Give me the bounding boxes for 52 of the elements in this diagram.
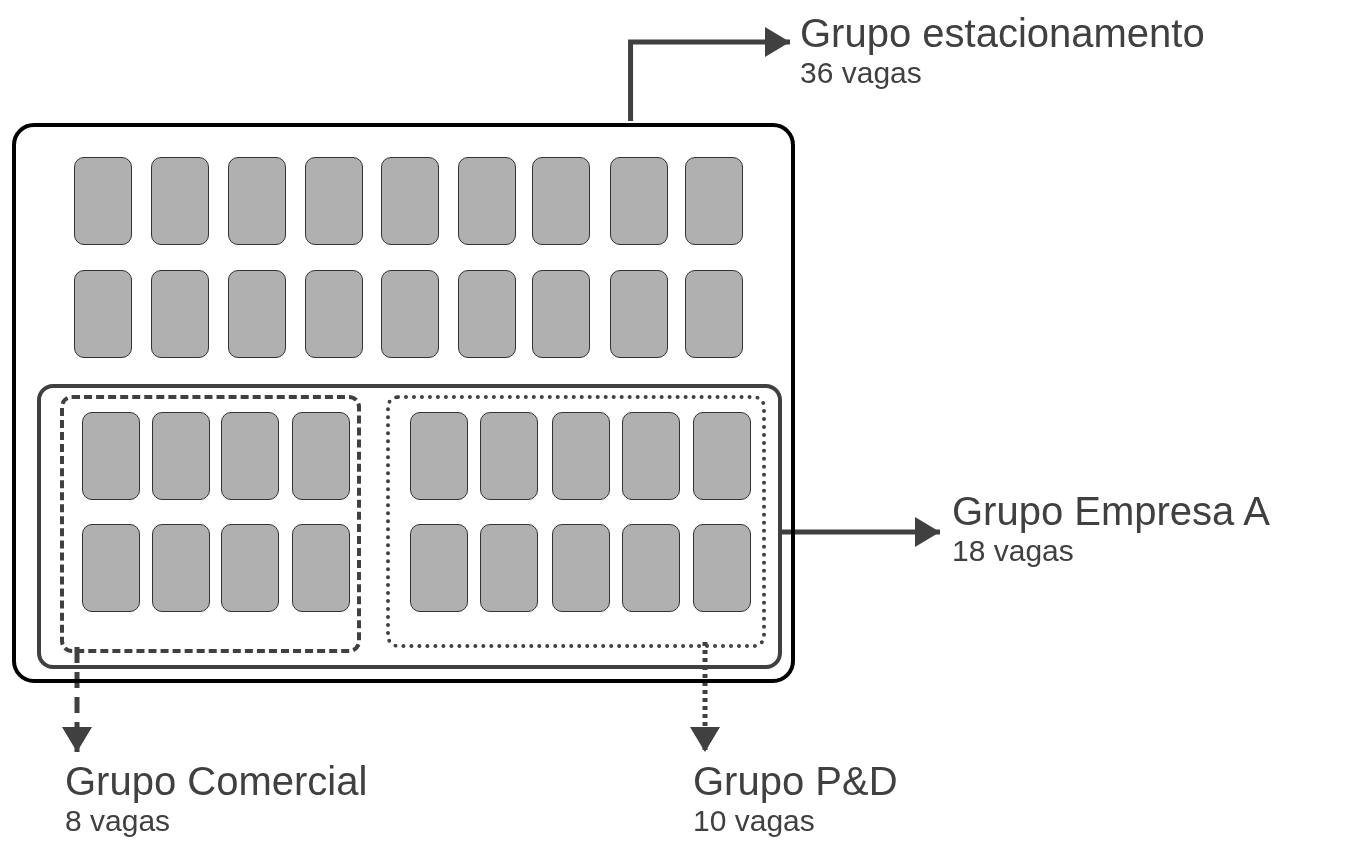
parking-lot-outline bbox=[12, 123, 795, 683]
parking-space bbox=[685, 157, 743, 245]
parking-space bbox=[82, 412, 140, 500]
parking-space bbox=[480, 412, 538, 500]
parking-space bbox=[221, 412, 279, 500]
group-name: Grupo Empresa A bbox=[952, 488, 1270, 534]
dotted-group-outline bbox=[386, 395, 766, 648]
parking-space bbox=[622, 524, 680, 612]
parking-space bbox=[610, 157, 668, 245]
space-count: 18 vagas bbox=[952, 534, 1074, 568]
parking-space bbox=[685, 270, 743, 358]
parking-space bbox=[532, 157, 590, 245]
parking-space bbox=[292, 524, 350, 612]
parking-space bbox=[610, 270, 668, 358]
parking-space bbox=[74, 270, 132, 358]
parking-space bbox=[552, 412, 610, 500]
parking-space bbox=[693, 524, 751, 612]
parking-space bbox=[151, 270, 209, 358]
parking-space bbox=[305, 157, 363, 245]
parking-space bbox=[458, 157, 516, 245]
arrow bbox=[780, 517, 940, 547]
space-count: 10 vagas bbox=[693, 804, 815, 838]
parking-space bbox=[410, 412, 468, 500]
parking-space bbox=[82, 524, 140, 612]
group-outline bbox=[37, 384, 782, 669]
parking-space bbox=[151, 157, 209, 245]
group-name: Grupo Comercial bbox=[65, 758, 368, 804]
parking-space bbox=[480, 524, 538, 612]
space-count: 36 vagas bbox=[800, 56, 922, 90]
arrow bbox=[628, 27, 790, 121]
dashed-group-outline bbox=[60, 395, 361, 653]
parking-space bbox=[74, 157, 132, 245]
arrow bbox=[62, 647, 92, 752]
space-count: 8 vagas bbox=[65, 804, 171, 838]
group-name: Grupo P&D bbox=[693, 758, 898, 804]
parking-space bbox=[152, 524, 210, 612]
parking-space bbox=[305, 270, 363, 358]
parking-space bbox=[221, 524, 279, 612]
arrow bbox=[690, 642, 720, 752]
parking-space bbox=[381, 270, 439, 358]
parking-space bbox=[622, 412, 680, 500]
parking-space bbox=[228, 157, 286, 245]
parking-space bbox=[228, 270, 286, 358]
parking-space bbox=[381, 157, 439, 245]
parking-space bbox=[292, 412, 350, 500]
parking-space bbox=[693, 412, 751, 500]
parking-space bbox=[532, 270, 590, 358]
parking-space bbox=[410, 524, 468, 612]
parking-space bbox=[458, 270, 516, 358]
group-name: Grupo estacionamento bbox=[800, 10, 1205, 56]
parking-space bbox=[552, 524, 610, 612]
parking-space bbox=[152, 412, 210, 500]
